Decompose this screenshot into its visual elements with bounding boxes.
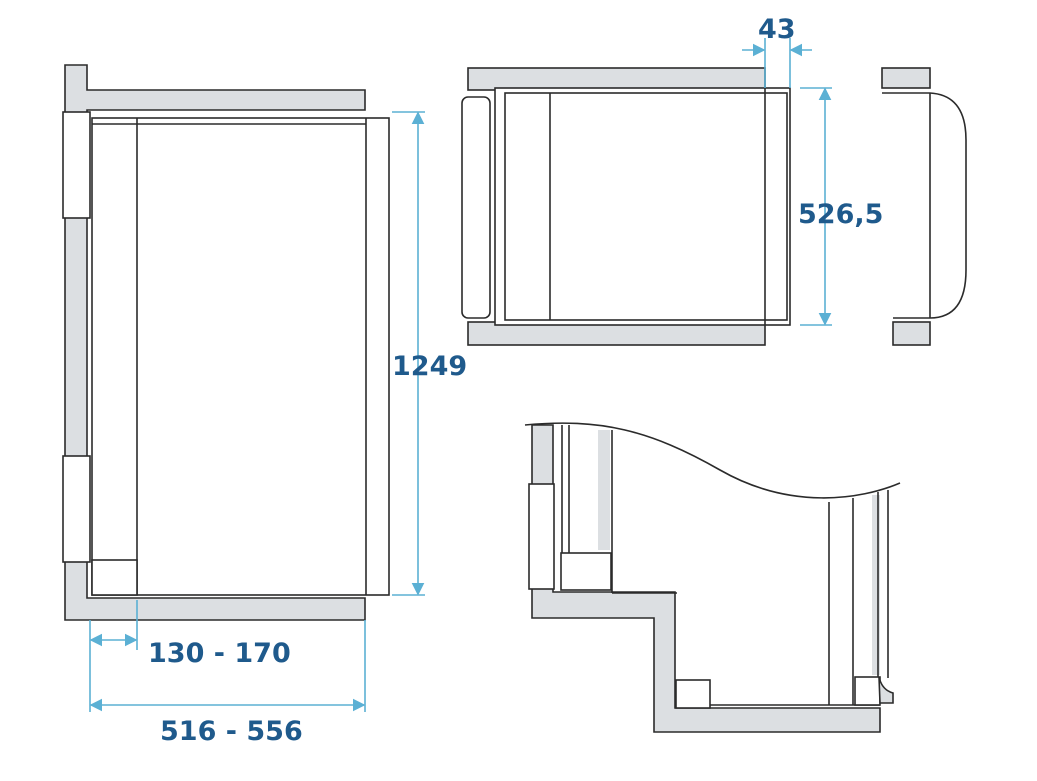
dimension-door-offset: 43: [758, 14, 796, 45]
dimension-depth: 526,5: [798, 199, 883, 230]
hinge-section: [528, 483, 555, 590]
niche-wall: [64, 64, 366, 621]
wall-top: [467, 67, 766, 91]
dimension-height: 1249: [392, 351, 467, 382]
hinge-side: [461, 96, 491, 319]
cabinet-body: [91, 117, 390, 596]
break-line: [524, 422, 901, 499]
top-view: 43 526,5: [461, 14, 883, 346]
front-view: 1249 130 - 170 516 - 556: [62, 64, 467, 747]
section-detail: [520, 380, 901, 733]
hinge-top: [62, 111, 91, 219]
dimension-niche-width: 516 - 556: [160, 716, 303, 747]
curved-door: [882, 92, 967, 319]
door-side-view: [881, 67, 967, 346]
dimension-hinge-side: 130 - 170: [148, 638, 291, 669]
plinth: [91, 559, 138, 596]
cabinet-top: [494, 87, 791, 326]
hinge-bottom: [62, 455, 91, 563]
